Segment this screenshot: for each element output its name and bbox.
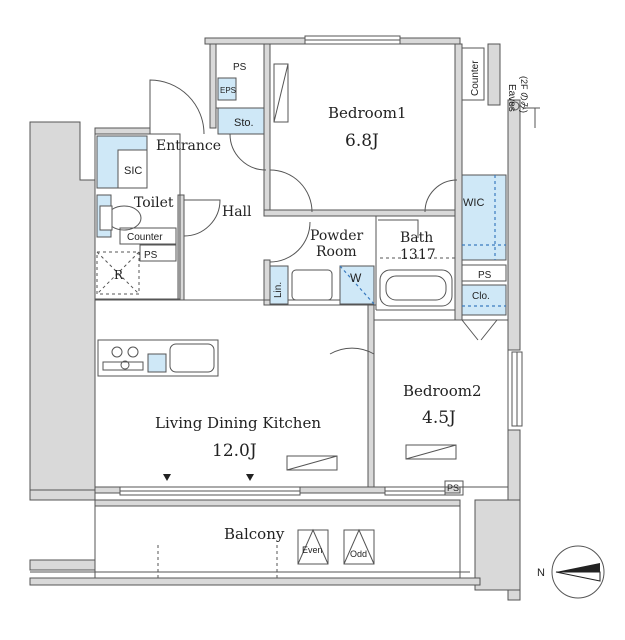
counter-toilet-label: Counter	[127, 232, 163, 243]
sto-label: Sto.	[234, 117, 254, 129]
compass	[551, 545, 605, 599]
bedroom1-name: Bedroom1	[328, 104, 407, 122]
bedroom2-name: Bedroom2	[403, 382, 482, 400]
washer-label: W	[350, 271, 362, 285]
bath-name: Bath	[400, 230, 433, 246]
powder-room-label-1: Powder	[310, 228, 364, 244]
ps-top-label: PS	[233, 62, 247, 73]
doors	[149, 79, 498, 355]
hall-name: Hall	[222, 204, 252, 220]
fridge-label: R	[114, 268, 124, 282]
room-outlines	[94, 43, 509, 579]
counter-top-label: Counter	[470, 60, 481, 96]
windows	[119, 35, 523, 496]
toilet-name: Toilet	[134, 195, 174, 211]
sic-label: SIC	[124, 165, 142, 177]
bedroom2-size: 4.5J	[422, 408, 456, 428]
ldk-name: Living Dining Kitchen	[155, 414, 321, 432]
compass-north-label: N	[537, 567, 545, 579]
eaves-label: Eaves	[506, 84, 517, 112]
bedroom1-size: 6.8J	[345, 131, 379, 151]
closet-label: Clo.	[472, 291, 490, 302]
linen-label: Lin.	[273, 282, 284, 298]
powder-room-label-2: Room	[316, 244, 357, 260]
ps-toilet-label: PS	[144, 250, 158, 261]
entrance-name: Entrance	[156, 138, 221, 154]
even-hatch-label: Even	[302, 545, 323, 555]
ps-bedroom2-label: PS	[447, 483, 459, 493]
ldk-size: 12.0J	[212, 441, 257, 461]
bath-size: 1317	[400, 247, 436, 263]
eps-label: EPS	[220, 86, 236, 95]
balcony-name: Balcony	[224, 525, 285, 543]
wic-label: WIC	[463, 197, 484, 209]
fixtures	[30, 43, 540, 578]
odd-hatch-label: Odd	[350, 549, 367, 559]
walls	[29, 37, 521, 601]
eaves-note-label: (2F のみ)	[519, 76, 529, 113]
ps-wic-label: PS	[478, 270, 492, 281]
